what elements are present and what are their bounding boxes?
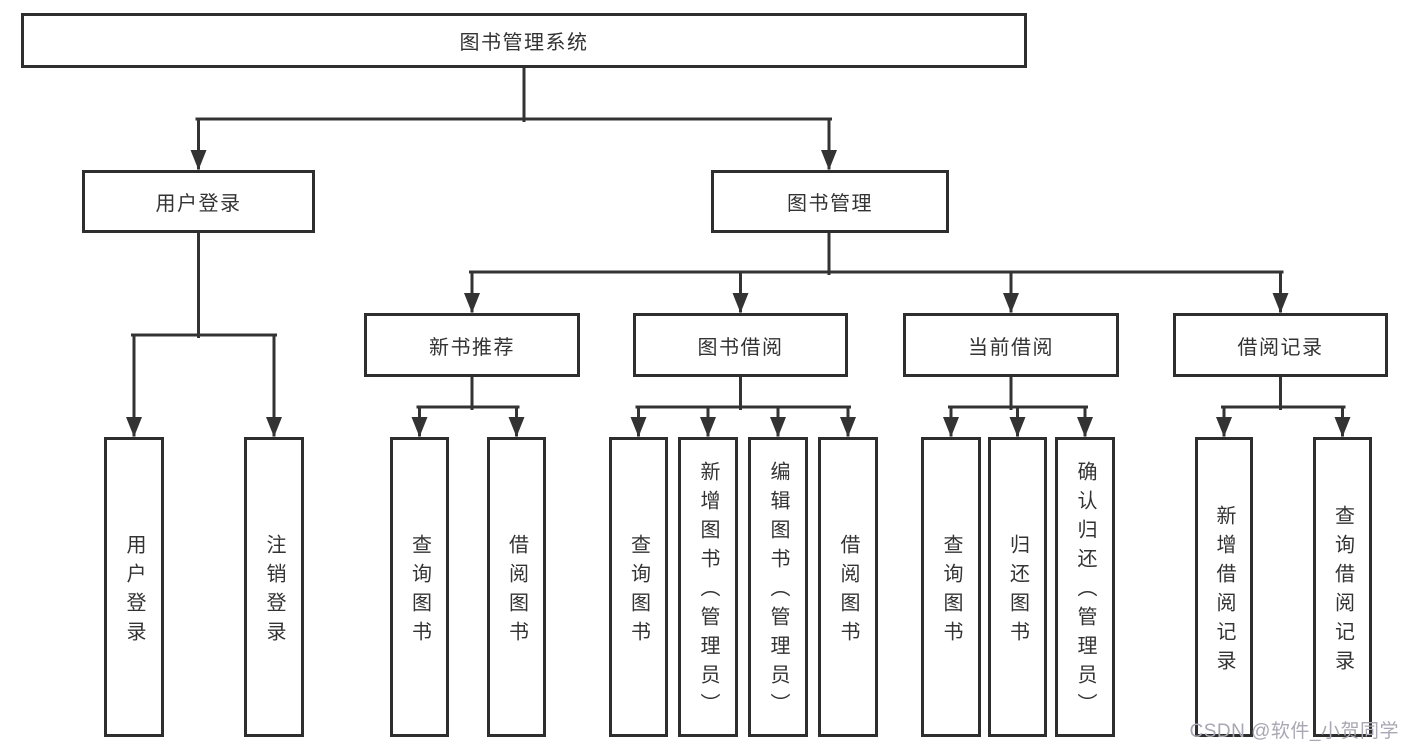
node-leaf-cb-return: 归还图书 — [988, 437, 1047, 737]
node-leaf-bb-edit: 编辑图书（管理员） — [748, 437, 808, 737]
node-new-book-rec: 新书推荐 — [364, 313, 580, 377]
node-book-borrow: 图书借阅 — [633, 313, 848, 377]
node-leaf-nbr-query-label: 查询图书 — [408, 533, 431, 650]
node-leaf-logout-label: 注销登录 — [263, 533, 285, 650]
connector-user-login-children — [126, 229, 282, 437]
node-leaf-bb-query: 查询图书 — [609, 437, 668, 737]
node-borrow-records: 借阅记录 — [1173, 313, 1388, 377]
node-leaf-cb-confirm: 确认归还（管理员） — [1055, 437, 1115, 737]
node-current-borrow-label: 当前借阅 — [968, 336, 1054, 359]
node-leaf-nbr-borrow: 借阅图书 — [487, 437, 546, 737]
node-leaf-bb-query-label: 查询图书 — [627, 533, 650, 650]
node-user-login: 用户登录 — [82, 170, 315, 233]
node-leaf-bb-borrow: 借阅图书 — [818, 437, 878, 737]
node-borrow-records-label: 借阅记录 — [1237, 336, 1324, 359]
node-user-login-label: 用户登录 — [155, 193, 242, 215]
node-leaf-user-login-label: 用户登录 — [123, 533, 145, 650]
node-leaf-cb-confirm-label: 确认归还（管理员） — [1074, 461, 1096, 722]
node-leaf-cb-query: 查询图书 — [921, 437, 981, 737]
node-leaf-bb-add-label: 新增图书（管理员） — [697, 461, 719, 722]
connector-new-book-rec-children — [411, 373, 525, 437]
node-book-mgmt-label: 图书管理 — [787, 193, 873, 215]
node-current-borrow: 当前借阅 — [903, 313, 1119, 377]
node-leaf-br-add: 新增借阅记录 — [1195, 437, 1253, 737]
node-leaf-br-query: 查询借阅记录 — [1313, 437, 1372, 737]
node-leaf-cb-query-label: 查询图书 — [940, 533, 962, 650]
connector-current-borrow-children — [943, 373, 1093, 437]
connector-root-to-level2 — [190, 64, 837, 170]
node-leaf-cb-return-label: 归还图书 — [1006, 533, 1029, 650]
node-book-borrow-label: 图书借阅 — [697, 336, 784, 359]
node-leaf-nbr-query: 查询图书 — [390, 437, 449, 737]
node-root: 图书管理系统 — [21, 13, 1027, 68]
node-leaf-user-login: 用户登录 — [104, 437, 164, 737]
watermark: CSDN @软件_小贺同学 — [1189, 721, 1399, 742]
node-leaf-logout: 注销登录 — [244, 437, 304, 737]
connector-book-mgmt-children — [464, 229, 1289, 313]
node-leaf-nbr-borrow-label: 借阅图书 — [505, 533, 528, 650]
node-leaf-bb-edit-label: 编辑图书（管理员） — [767, 461, 789, 722]
node-root-label: 图书管理系统 — [459, 32, 589, 54]
node-leaf-br-add-label: 新增借阅记录 — [1213, 504, 1235, 679]
node-leaf-bb-add: 新增图书（管理员） — [678, 437, 738, 737]
connector-book-borrow-children — [630, 373, 856, 437]
node-book-mgmt: 图书管理 — [711, 170, 949, 233]
connector-borrow-records-children — [1216, 373, 1351, 437]
node-new-book-rec-label: 新书推荐 — [429, 336, 515, 359]
node-leaf-br-query-label: 查询借阅记录 — [1331, 504, 1354, 679]
node-leaf-bb-borrow-label: 借阅图书 — [837, 533, 859, 650]
